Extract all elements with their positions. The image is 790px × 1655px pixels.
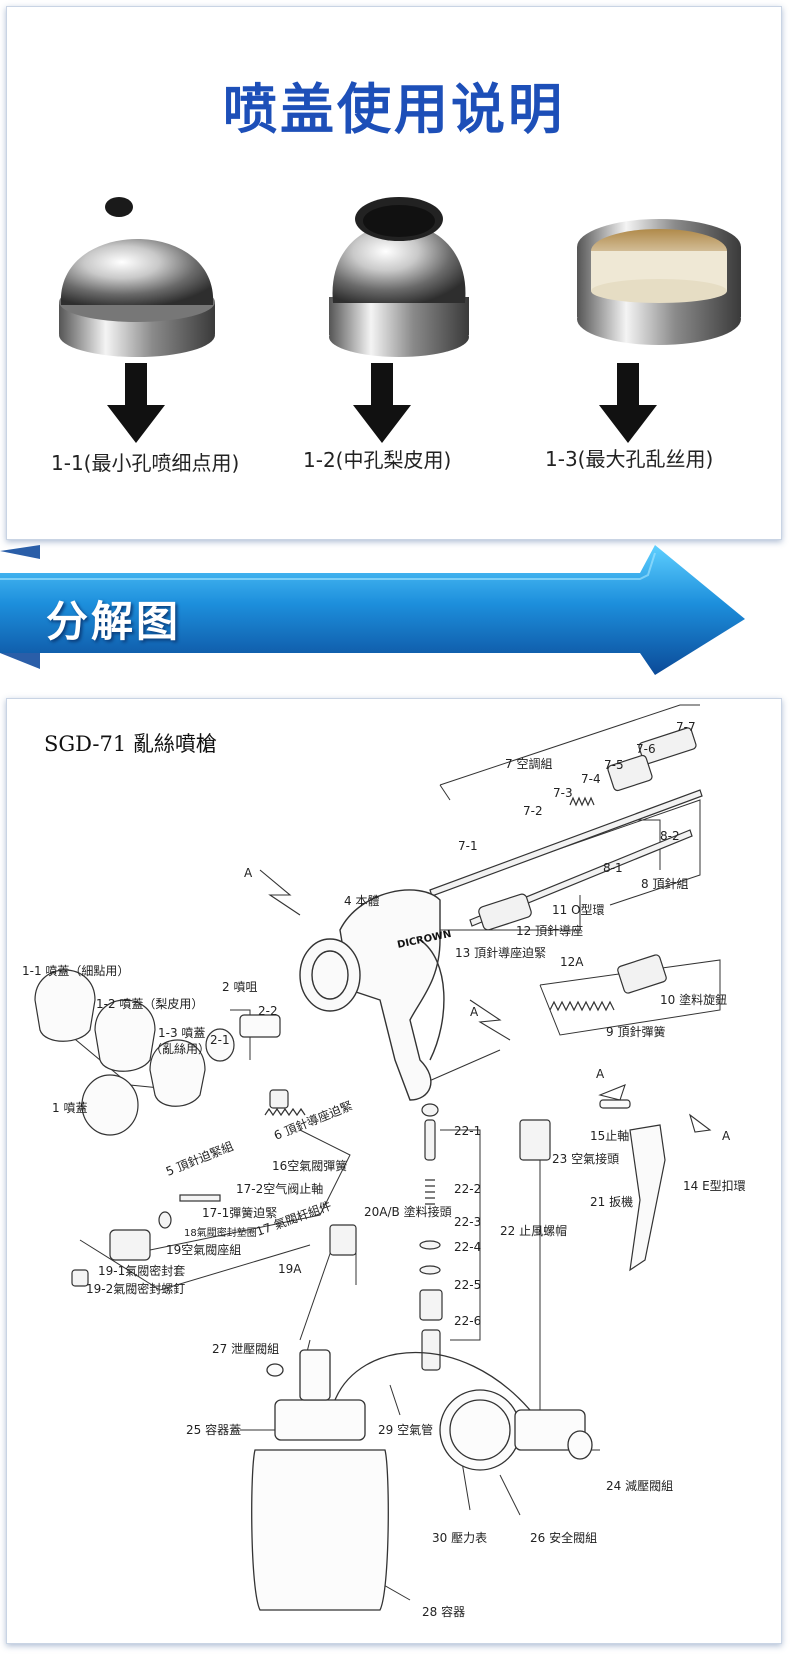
label-26: 26 安全閥組	[530, 1530, 597, 1545]
label-17-1: 17-1彈簧迫緊	[202, 1205, 277, 1220]
label-27: 27 泄壓閥組	[212, 1342, 279, 1356]
label-17-2: 17-2空气阀止軸	[236, 1181, 323, 1196]
label-A4: A	[722, 1129, 731, 1143]
arrow-down-icon	[599, 363, 657, 443]
label-30: 30 壓力表	[432, 1531, 487, 1545]
label-19-1: 19-1氣閥密封套	[98, 1263, 185, 1278]
nozzle-cap-instructions-panel: 喷盖使用说明 1-1(最小孔喷细点用) 1-2(中孔梨皮用) 1-3(最大孔乱丝…	[6, 6, 782, 540]
label-2: 2 噴咀	[222, 980, 257, 994]
label-7-1: 7-1	[458, 839, 478, 853]
label-10: 10 塗料旋鈕	[660, 992, 727, 1007]
label-9: 9 頂針彈簧	[606, 1024, 665, 1039]
nozzle-cap-large-hole-image	[577, 219, 741, 345]
label-1-1: 1-1 噴蓋（細點用）	[22, 964, 129, 978]
label-7: 7 空調組	[505, 757, 552, 771]
label-7-7: 7-7	[676, 720, 696, 734]
label-29: 29 空氣管	[378, 1422, 433, 1437]
nozzle-cap-small-hole-image	[59, 197, 215, 357]
label-1-3-sub: （亂絲用）	[150, 1041, 210, 1056]
label-11: 11 O型環	[552, 903, 605, 917]
label-19-2: 19-2氣閥密封螺釘	[86, 1281, 185, 1296]
label-5: 5 頂針迫緊組	[164, 1138, 236, 1179]
label-A: A	[244, 866, 253, 880]
label-7-5: 7-5	[604, 758, 624, 772]
banner-title: 分解图	[46, 597, 182, 646]
label-7-4: 7-4	[581, 772, 601, 786]
label-22-1: 22-1	[454, 1124, 481, 1138]
label-22-5: 22-5	[454, 1278, 481, 1292]
label-12A: 12A	[560, 955, 584, 969]
section-banner	[0, 545, 745, 675]
label-1-3: 1-3 噴蓋	[158, 1026, 205, 1040]
label-15: 15止軸	[590, 1129, 629, 1143]
label-7-2: 7-2	[523, 804, 543, 818]
label-8: 8 頂針組	[641, 876, 688, 891]
label-1: 1 噴蓋	[52, 1101, 87, 1115]
label-13: 13 頂針導座迫緊	[455, 945, 546, 960]
label-2-1: 2-1	[210, 1033, 230, 1047]
cap-label-1-1: 1-1(最小孔喷细点用)	[51, 451, 240, 475]
nozzle-cap-medium-hole-image	[329, 197, 469, 357]
label-21: 21 扳機	[590, 1194, 633, 1209]
label-14: 14 E型扣環	[683, 1179, 746, 1193]
label-8-1: 8-1	[603, 861, 623, 875]
label-19A: 19A	[278, 1262, 302, 1276]
label-A3: A	[596, 1067, 605, 1081]
label-24: 24 減壓閥組	[606, 1478, 673, 1493]
arrow-down-icon	[353, 363, 411, 443]
label-8-2: 8-2	[660, 829, 680, 843]
label-25: 25 容器蓋	[186, 1422, 241, 1437]
label-22-4: 22-4	[454, 1240, 481, 1254]
label-12: 12 頂針導座	[516, 923, 583, 938]
label-22-3: 22-3	[454, 1215, 481, 1229]
model-title: SGD-71 亂絲噴槍	[44, 732, 217, 756]
label-22: 22 止風螺帽	[500, 1223, 567, 1238]
label-4: 4 本體	[344, 894, 379, 908]
label-2-2: 2-2	[258, 1004, 278, 1018]
label-7-6: 7-6	[636, 742, 656, 756]
cap-label-1-3: 1-3(最大孔乱丝用)	[545, 447, 714, 471]
arrow-down-icon	[107, 363, 165, 443]
label-7-3: 7-3	[553, 786, 573, 800]
label-18: 18氣閥密封墊圈	[184, 1226, 257, 1239]
label-20: 20A/B 塗料接頭	[364, 1204, 452, 1219]
cap-label-1-2: 1-2(中孔梨皮用)	[303, 448, 452, 472]
label-22-6: 22-6	[454, 1314, 481, 1328]
label-22-2: 22-2	[454, 1182, 481, 1196]
label-28: 28 容器	[422, 1604, 465, 1619]
label-1-2: 1-2 噴蓋（梨皮用）	[96, 997, 203, 1011]
label-23: 23 空氣接頭	[552, 1151, 619, 1166]
label-16: 16空氣閥彈簧	[272, 1158, 347, 1173]
label-A2: A	[470, 1005, 479, 1019]
label-19: 19空氣閥座組	[166, 1242, 241, 1257]
page-title: 喷盖使用说明	[223, 78, 565, 141]
